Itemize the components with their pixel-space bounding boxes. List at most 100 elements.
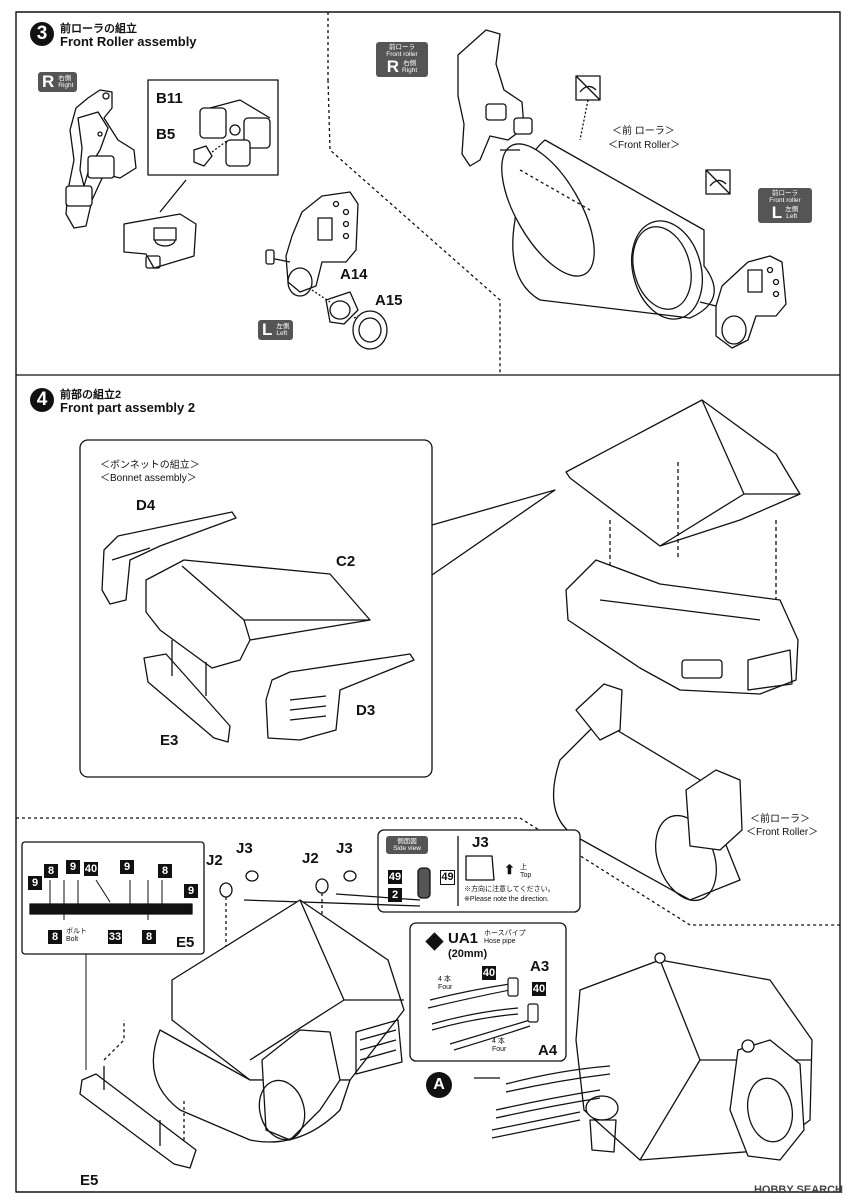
ruler-num-40: 40: [84, 862, 98, 876]
hose-code: UA1: [448, 930, 479, 947]
hose-pipes: [427, 977, 539, 1051]
up-arrow-icon: ⬆: [504, 862, 515, 877]
fr-r-side-en: Right: [402, 66, 418, 74]
left-jp: 左側: [276, 323, 290, 330]
part-j3-label-1: J3: [236, 840, 253, 857]
part-j2-label-1: J2: [206, 852, 223, 869]
fr-l-side-jp: 左側: [785, 205, 799, 213]
ruler-bar: [29, 903, 193, 915]
d3-part: [265, 653, 415, 741]
step3-title-jp: 前ローラの組立: [60, 23, 137, 35]
left-frame-step3: [699, 255, 787, 349]
right-letter: R: [42, 72, 55, 91]
part-d3-label: D3: [356, 702, 376, 719]
front-roller-drum-step4: [553, 683, 743, 902]
a15-part: [352, 310, 388, 350]
hose-en: Hose pipe: [484, 938, 516, 945]
side-view-tag: 側面図 Side view: [386, 836, 428, 854]
part-c2-label: C2: [336, 553, 356, 570]
four-en-2: Four: [492, 1046, 507, 1053]
e5-bumper: [79, 954, 197, 1169]
step3-number: 3: [30, 22, 54, 46]
ruler-num-33: 33: [108, 930, 122, 944]
left-roller-frame: [265, 191, 359, 297]
bonnet-inset-box: [79, 439, 433, 778]
step4-title-jp: 前部の組立2: [60, 389, 122, 401]
front-roller-drum-step3: [501, 139, 715, 320]
side-num-49a: 49: [388, 870, 402, 884]
part-b11-label: B11: [156, 90, 183, 107]
j3-top-jp: 上: [520, 864, 527, 871]
part-e5-label-1: E5: [176, 934, 195, 951]
step4-title-en: Front part assembly 2: [60, 400, 196, 415]
part-d4-label: D4: [136, 497, 156, 514]
part-a3-label: A3: [530, 958, 550, 975]
fr-l-letter: L: [771, 203, 783, 222]
side-num-49b: 49: [440, 870, 455, 885]
side-view-jp: 側面図: [397, 838, 417, 845]
ruler-num-9c: 9: [28, 876, 42, 890]
fr-l-side-en: Left: [786, 212, 798, 220]
b11-part: [199, 99, 271, 167]
j3-note-label: J3: [472, 834, 489, 851]
front-body-frame: [565, 559, 799, 695]
front-roller-step4-en: ＜Front Roller＞: [746, 827, 819, 838]
roller-bracket-b: [123, 179, 197, 269]
fr-r-side-jp: 右側: [403, 59, 417, 67]
left-en: Left: [276, 330, 288, 337]
j3-note-jp: ※方向に注意してください。: [464, 886, 555, 893]
j3-top-en: Top: [520, 872, 532, 879]
bolt-jp: ボルト: [66, 928, 87, 935]
j3-note-en: ※Please note the direction.: [464, 896, 549, 903]
front-roller-label-en: ＜Front Roller＞: [608, 140, 681, 151]
hobby-search-watermark: HOBBY SEARCH: [753, 1184, 843, 1196]
no-glue-icon-2: [705, 169, 731, 195]
ruler-num-8b: 8: [158, 864, 172, 878]
right-frame-step3: [457, 29, 533, 167]
part-a15-label: A15: [375, 292, 403, 309]
hose-size: (20mm): [448, 948, 488, 960]
four-jp-1: 4 本: [438, 976, 451, 983]
fr-r-jp: 前ローラ: [389, 44, 415, 51]
front-roller-label-jp: ＜前 ローラ＞: [612, 126, 675, 137]
bolt-en: Bolt: [66, 936, 79, 943]
left-letter: L: [262, 320, 273, 339]
step3-title-en: Front Roller assembly: [60, 34, 197, 49]
side-num-2: 2: [388, 888, 402, 902]
ruler-num-9b: 9: [120, 860, 134, 874]
step4-number: 4: [30, 388, 54, 412]
part-b5-label: B5: [156, 126, 176, 143]
front-roller-step4-jp: ＜前ローラ＞: [750, 814, 810, 825]
fr-r-en: Front roller: [386, 51, 418, 58]
ruler-num-8c: 8: [48, 930, 62, 944]
hose-jp: ホースパイプ: [484, 930, 526, 937]
c2-part: [145, 559, 371, 669]
fr-l-jp: 前ローラ: [772, 190, 798, 197]
part-e5-label-2: E5: [80, 1172, 99, 1189]
part-j3-label-2: J3: [336, 840, 353, 857]
bonnet-label-en: ＜Bonnet assembly＞: [100, 473, 197, 484]
four-jp-2: 4 本: [492, 1038, 505, 1045]
a14-part: [311, 289, 359, 325]
fr-r-letter: R: [386, 57, 400, 76]
hose-num-40a: 40: [482, 966, 496, 980]
j2-j3-lights: [219, 870, 421, 1030]
no-glue-icon: [575, 75, 601, 141]
four-en-1: Four: [438, 984, 453, 991]
part-j2-label-2: J2: [302, 850, 319, 867]
right-roller-frame: [65, 89, 137, 229]
e3-part: [143, 640, 231, 743]
vehicle-front-right: [491, 952, 813, 1161]
ruler-num-9a: 9: [66, 860, 80, 874]
right-en: Right: [58, 82, 74, 89]
